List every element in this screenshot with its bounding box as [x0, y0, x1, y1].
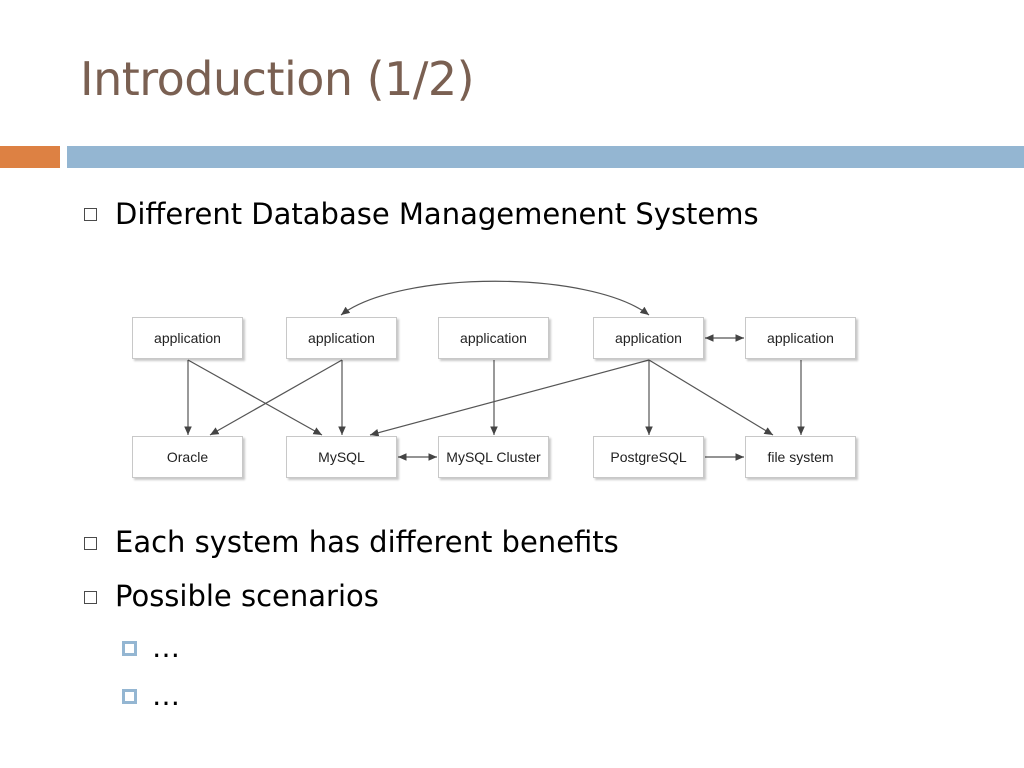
node-application-3: application — [438, 317, 549, 359]
sub-bullet-square-icon — [122, 689, 137, 704]
edge-app4-mysql — [369, 359, 650, 437]
node-application-1: application — [132, 317, 243, 359]
bullet-square-icon — [84, 537, 97, 550]
node-mysql-cluster: MySQL Cluster — [438, 436, 549, 478]
edge-app1-mysql — [187, 359, 323, 436]
node-application-5: application — [745, 317, 856, 359]
node-application-2: application — [286, 317, 397, 359]
bullet-item: Each system has different benefits — [115, 525, 619, 559]
accent-bar-blue — [67, 146, 1024, 168]
node-oracle: Oracle — [132, 436, 243, 478]
sub-bullet-square-icon — [122, 641, 137, 656]
slide-title: Introduction (1/2) — [80, 52, 475, 106]
edge-app4-filesystem — [648, 359, 774, 436]
sub-bullet-item: … — [152, 679, 180, 712]
node-file-system: file system — [745, 436, 856, 478]
node-postgresql: PostgreSQL — [593, 436, 704, 478]
node-application-4: application — [593, 317, 704, 359]
accent-bar-orange — [0, 146, 60, 168]
edge-app2-app4 — [340, 280, 650, 316]
edge-app2-oracle — [209, 359, 343, 436]
bullet-square-icon — [84, 591, 97, 604]
bullet-item: Possible scenarios — [115, 579, 379, 613]
bullet-square-icon — [84, 208, 97, 221]
sub-bullet-item: … — [152, 631, 180, 664]
bullet-item: Different Database Managemenent Systems — [115, 197, 759, 231]
node-mysql: MySQL — [286, 436, 397, 478]
